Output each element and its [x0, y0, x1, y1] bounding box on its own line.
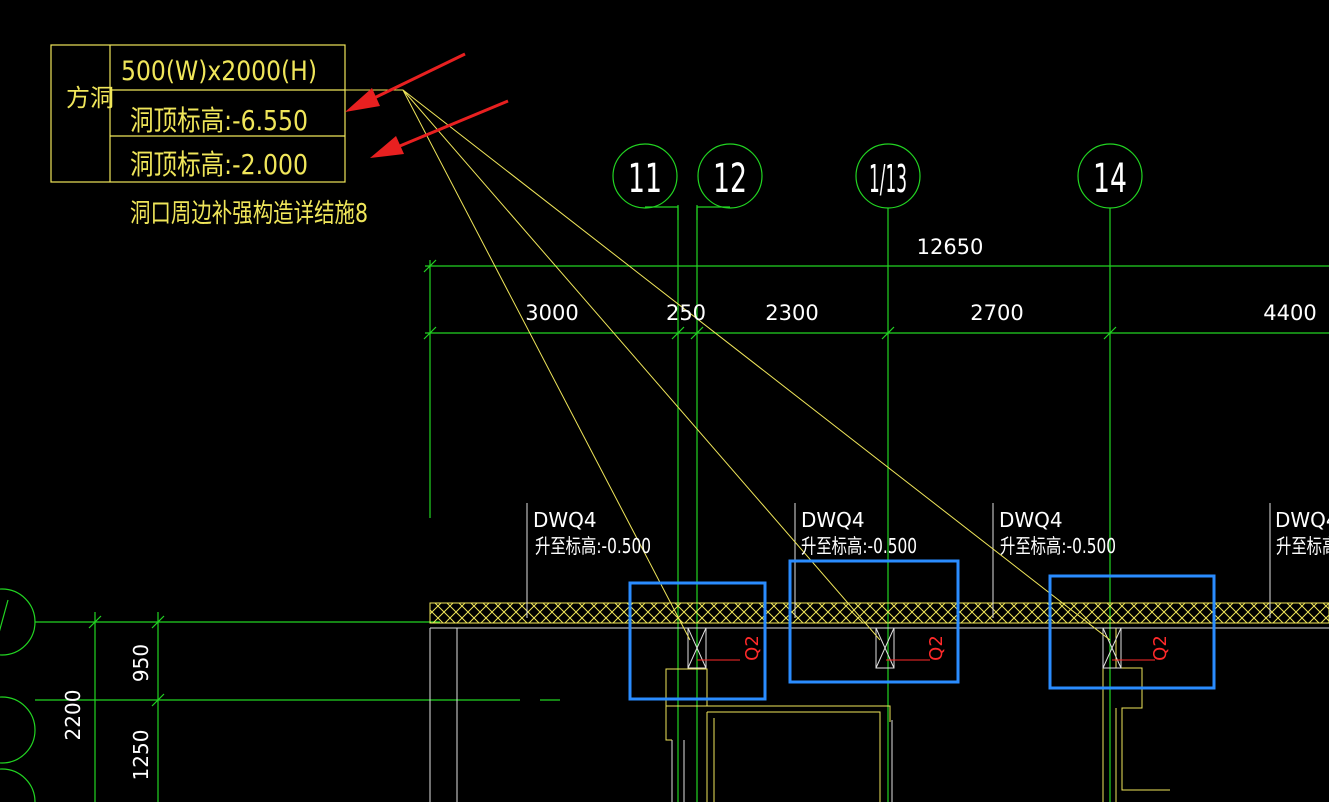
wall-tag-elev: 升至标高:-0.500: [535, 534, 651, 558]
dim-2700: 2700: [970, 301, 1023, 325]
highlight-boxes: [628, 559, 1216, 701]
opening-size: 500(W)x2000(H): [121, 56, 317, 87]
axis-bubble-12: [697, 143, 763, 209]
top-elevation-1: 洞顶标高:-6.550: [130, 104, 308, 137]
dim-4400: 4400: [1263, 301, 1316, 325]
wall-tag-name: DWQ4: [533, 508, 597, 532]
column-tag: Q2: [742, 635, 763, 661]
wall-tag-elev: 升至标高:-0.500: [801, 534, 917, 558]
dim-2300: 2300: [765, 301, 818, 325]
dim-2200: 2200: [61, 690, 85, 741]
column-tag: Q2: [1150, 635, 1171, 661]
wall-tag-elev: 升至标高:-0.500: [1276, 534, 1329, 558]
axis-bubble-1-13: [855, 143, 921, 209]
wall-tag-elev: 升至标高:-0.500: [1000, 534, 1116, 558]
axis-label-14: 14: [1093, 156, 1127, 202]
axis-grid: [0, 143, 1143, 802]
structure-lines: [429, 628, 1170, 802]
opening-note-table: [50, 44, 346, 183]
axis-label-11: 11: [628, 156, 662, 202]
dim-total: 12650: [917, 235, 984, 259]
highlight-box-2: [788, 559, 960, 684]
dim-250: 250: [666, 301, 706, 325]
axis-label-12: 12: [713, 156, 747, 202]
wall-tag-name: DWQ4: [801, 508, 865, 532]
red-arrow-2: [370, 99, 509, 158]
column-tag: Q2: [926, 635, 947, 661]
axis-bubble-11: [612, 143, 678, 209]
opening-leader-lines: [345, 89, 1111, 641]
axis-bubble-14: [1077, 143, 1143, 209]
dim-950: 950: [129, 644, 153, 682]
axis-label-1-13: 1/13: [869, 157, 907, 201]
dim-1250: 1250: [129, 730, 153, 781]
red-arrow-1: [345, 52, 466, 112]
wall-tag-name: DWQ4: [999, 508, 1063, 532]
column-markers: [687, 627, 1122, 669]
wall-tag-name: DWQ4: [1275, 508, 1329, 532]
highlight-box-3: [1048, 574, 1216, 690]
top-elevation-2: 洞顶标高:-2.000: [130, 148, 308, 181]
opening-type-label: 方洞: [66, 84, 114, 112]
dimension-lines: [88, 259, 1329, 802]
dim-3000: 3000: [525, 301, 578, 325]
highlight-box-1: [628, 581, 767, 701]
wall-band: [429, 602, 1329, 629]
reinforcement-note: 洞口周边补强构造详结施8: [130, 199, 368, 229]
